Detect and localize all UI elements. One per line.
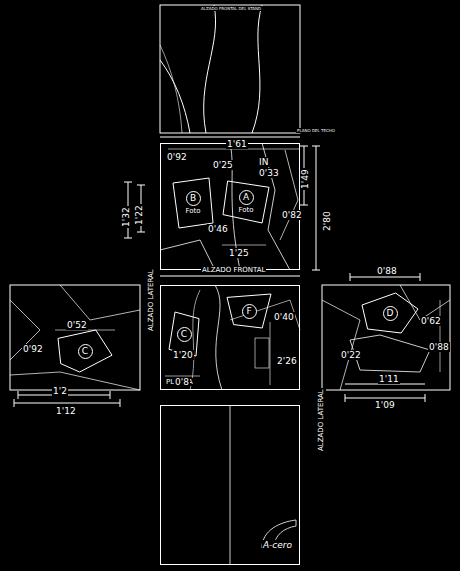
shape-note: Foto bbox=[184, 207, 201, 215]
shape-note: Foto bbox=[237, 206, 254, 214]
dimension-text: 2'26 bbox=[276, 356, 298, 366]
marked-shape: D bbox=[362, 293, 418, 333]
view-panel: PLANTAFC bbox=[160, 285, 300, 390]
dimension-text: 1'61 bbox=[226, 139, 248, 149]
marked-shape: F bbox=[227, 294, 271, 328]
dimension-text: 0'40 bbox=[273, 312, 295, 322]
marked-shape: BFoto bbox=[173, 178, 213, 228]
view-title: ALZADO FRONTAL bbox=[201, 266, 266, 274]
marked-shape: AFoto bbox=[223, 181, 269, 223]
dimension-text: 1'09 bbox=[374, 400, 396, 410]
print-note: PLANO DEL TECHO bbox=[296, 128, 336, 133]
dimension-text: 2'80 bbox=[322, 210, 332, 232]
dimension-text: 0'88 bbox=[428, 342, 450, 352]
dimension-text: 0'92 bbox=[166, 152, 188, 162]
shape-letter: D bbox=[383, 306, 398, 321]
marked-shape: C bbox=[58, 330, 112, 372]
dimension-text: 0'46 bbox=[207, 224, 229, 234]
dimension-text: 1'25 bbox=[228, 248, 250, 258]
shape-letter: B bbox=[186, 191, 201, 206]
dimension-text: 1'2 bbox=[52, 386, 68, 396]
dimension-text: 0'88 bbox=[376, 266, 398, 276]
view-title: A-cero bbox=[262, 540, 293, 550]
dimension-text: 1'22 bbox=[134, 204, 144, 226]
shape-letter: F bbox=[242, 304, 257, 319]
dimension-text: 1'20 bbox=[172, 350, 194, 360]
dimension-text: 1'49 bbox=[300, 168, 310, 190]
shape-letter: C bbox=[177, 327, 192, 342]
dimension-text: 1'32 bbox=[121, 206, 131, 228]
dimension-text: 0'8 bbox=[174, 377, 190, 387]
shape-letter: A bbox=[239, 190, 254, 205]
view-panel: A-cero bbox=[160, 405, 300, 565]
dimension-text: 0'62 bbox=[420, 316, 442, 326]
dimension-text: 1'12 bbox=[55, 406, 77, 416]
dimension-text: 0'33 bbox=[258, 168, 280, 178]
shape-letter: C bbox=[78, 344, 93, 359]
dimension-text: 0'92 bbox=[22, 344, 44, 354]
dimension-text: 0'52 bbox=[66, 320, 88, 330]
print-note: ALZADO FRONTAL DEL STAND bbox=[200, 6, 262, 11]
dimension-text: 0'25 bbox=[212, 160, 234, 170]
view-title: ALZADO LATERAL bbox=[146, 268, 156, 332]
dimension-text: 1'11 bbox=[378, 374, 400, 384]
dimension-text: IN bbox=[258, 157, 269, 167]
view-title: ALZADO LATERAL bbox=[316, 388, 326, 452]
dimension-text: 0'82 bbox=[281, 210, 303, 220]
dimension-text: 0'22 bbox=[340, 350, 362, 360]
